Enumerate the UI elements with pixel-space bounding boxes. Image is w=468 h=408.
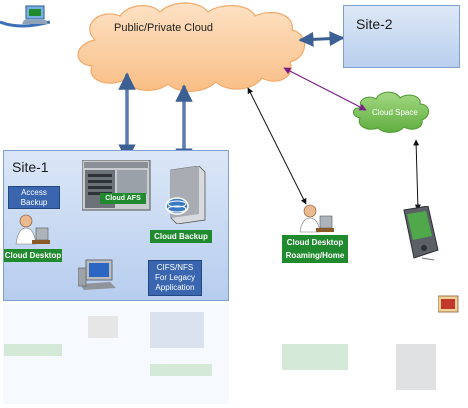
public-private-cloud-shape [77, 2, 306, 92]
cloud-afs-label: Cloud AFS [100, 193, 146, 204]
cloud-desktop-roaming-label: Cloud Desktop Roaming/Home [282, 235, 348, 263]
cloud-space-shape [353, 91, 429, 133]
cloud-desktop-label: Cloud Desktop [4, 249, 62, 262]
cloud-space-label: Cloud Space [372, 108, 418, 117]
reflection-area [0, 304, 468, 408]
legacy-pc-icon [78, 259, 116, 290]
roaming-user-icon [299, 204, 334, 233]
cloud-roaming-link [247, 87, 307, 205]
site-2-title: Site-2 [356, 16, 393, 32]
desktop-user-icon [15, 214, 50, 245]
site-2-box: Site-2 [343, 5, 460, 68]
pda-device-icon [403, 206, 439, 261]
public-cloud-label: Public/Private Cloud [114, 22, 214, 34]
cloud-backup-server-icon [165, 166, 206, 224]
cifs-nfs-label: CIFS/NFS For Legacy Application [148, 260, 202, 296]
cloud-backup-label: Cloud Backup [150, 230, 212, 243]
access-backup-label: Access Backup [8, 186, 60, 209]
cloud-afs-server-icon [82, 160, 151, 211]
reflection-graphics [3, 304, 436, 404]
laptop-icon [0, 5, 50, 28]
cloud-site2-link [298, 31, 345, 47]
site-1-title: Site-1 [12, 159, 49, 175]
small-app-icon [438, 295, 459, 313]
cloud-space-link [283, 67, 367, 111]
space-pda-link [413, 139, 421, 211]
